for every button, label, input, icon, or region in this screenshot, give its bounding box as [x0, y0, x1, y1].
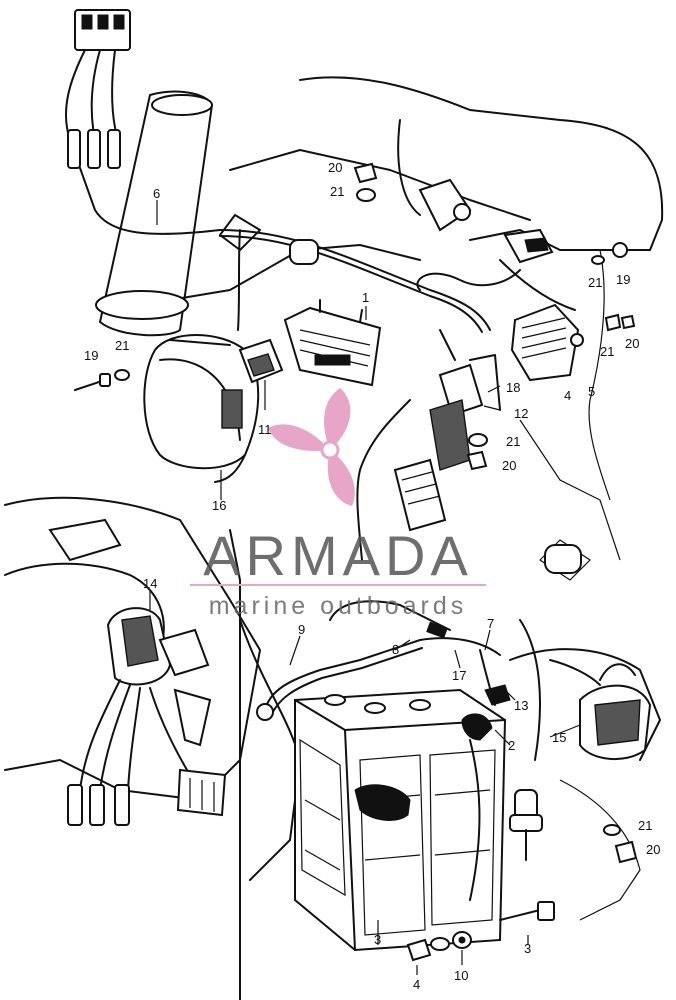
watermark: ARMADA marine outboards [190, 388, 486, 620]
callout-19: 19 [84, 348, 98, 363]
callout-1: 1 [362, 290, 369, 305]
callout-21: 21 [330, 184, 344, 199]
callout-16: 16 [212, 498, 226, 513]
callout-5: 5 [588, 384, 595, 399]
battery-cables [256, 600, 541, 901]
propeller-blade-icon [268, 424, 330, 452]
callout-13: 13 [514, 698, 528, 713]
callout-3: 3 [374, 932, 381, 947]
starter-relay [549, 659, 652, 761]
callout-19: 19 [616, 272, 630, 287]
callout-8: 8 [392, 642, 399, 657]
fuse-holder [509, 789, 543, 861]
callout-2: 2 [508, 738, 515, 753]
callout-21: 21 [600, 344, 614, 359]
ignition-coil-clip [238, 338, 284, 384]
callout-10: 10 [454, 968, 468, 983]
main-wiring-harness [64, 9, 521, 333]
callout-20: 20 [502, 458, 516, 473]
callout-20: 20 [625, 336, 639, 351]
connector-block [356, 329, 484, 561]
callout-21: 21 [506, 434, 520, 449]
callout-21: 21 [638, 818, 652, 833]
callout-labels: 6 20 21 1 19 21 21 20 4 5 18 12 21 20 19… [84, 160, 660, 992]
callout-21: 21 [588, 275, 602, 290]
callout-4: 4 [564, 388, 571, 403]
callout-12: 12 [514, 406, 528, 421]
callout-15: 15 [552, 730, 566, 745]
fasteners [74, 162, 638, 962]
callout-11: 11 [258, 422, 272, 437]
propeller-logo-icon [268, 388, 355, 506]
watermark-subtitle: marine outboards [209, 592, 468, 620]
callout-7: 7 [487, 616, 494, 631]
leader-lines [149, 200, 581, 975]
callout-14: 14 [143, 576, 157, 591]
callout-9: 9 [298, 622, 305, 637]
callout-18: 18 [506, 380, 520, 395]
regulator-rectifier [283, 299, 382, 387]
callout-3: 3 [524, 941, 531, 956]
ignition-switch [67, 607, 227, 826]
propeller-blade-icon [324, 388, 351, 450]
watermark-title: ARMADA [203, 524, 473, 587]
watermark-rule [190, 584, 486, 586]
horn [143, 334, 260, 483]
callout-4: 4 [413, 977, 420, 992]
callout-6: 6 [153, 186, 160, 201]
callout-17: 17 [452, 668, 466, 683]
callout-20: 20 [328, 160, 342, 175]
propeller-hub-icon [320, 440, 340, 460]
propeller-blade-icon [327, 450, 355, 506]
callout-20: 20 [646, 842, 660, 857]
headlight-connector [418, 178, 576, 311]
callout-21: 21 [115, 338, 129, 353]
frame-outline [4, 76, 664, 1000]
battery [294, 688, 507, 952]
rectifier-unit [510, 303, 584, 382]
